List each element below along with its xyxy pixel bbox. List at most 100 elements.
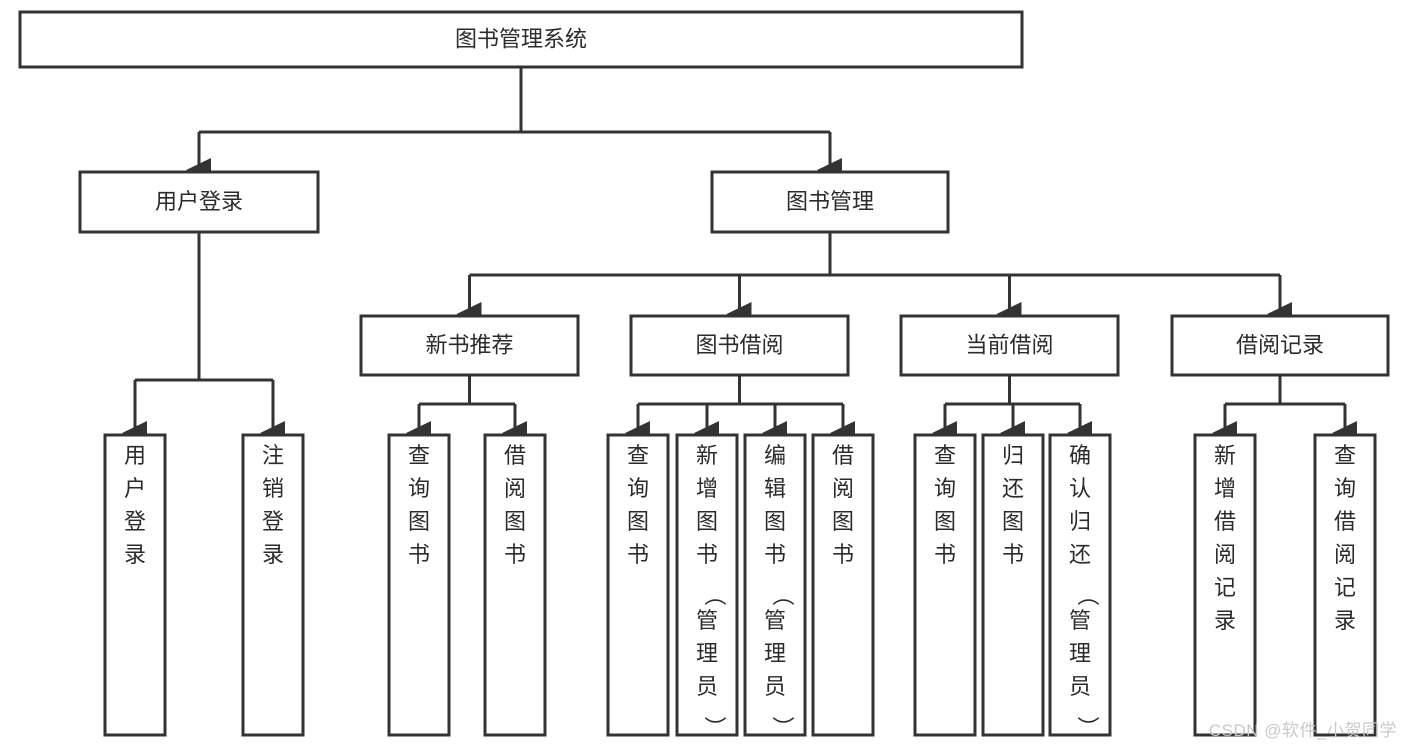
svg-text:查: 查 xyxy=(934,443,956,468)
svg-text:图: 图 xyxy=(504,509,526,534)
node-borrow-book-1-rect xyxy=(483,433,547,737)
svg-text:录: 录 xyxy=(1334,608,1356,633)
svg-text:查: 查 xyxy=(408,443,430,468)
svg-text:管: 管 xyxy=(764,608,786,633)
node-book-borrow[interactable]: 图书借阅 xyxy=(629,314,850,377)
node-user-login-do-rect xyxy=(103,433,167,737)
node-root[interactable]: 图书管理系统 xyxy=(18,10,1024,69)
svg-text:书: 书 xyxy=(408,542,430,567)
connector-edges xyxy=(122,67,1357,445)
svg-text:管: 管 xyxy=(696,608,718,633)
svg-text:书: 书 xyxy=(934,542,956,567)
svg-text:理: 理 xyxy=(1069,641,1091,666)
node-query-book-3[interactable] xyxy=(913,433,977,737)
svg-text:员: 员 xyxy=(696,674,718,699)
node-query-book-1[interactable] xyxy=(387,433,451,737)
svg-text:询: 询 xyxy=(1334,476,1356,501)
node-new-book-recommend[interactable]: 新书推荐 xyxy=(359,314,580,377)
node-add-book-admin-rect xyxy=(675,433,739,737)
node-confirm-return-admin-rect xyxy=(1048,433,1112,737)
svg-text:增: 增 xyxy=(1214,476,1236,501)
node-current-borrow[interactable]: 当前借阅 xyxy=(899,314,1120,377)
node-book-manage-rect xyxy=(710,170,950,234)
svg-text:借: 借 xyxy=(1334,509,1356,534)
svg-text:）: ） xyxy=(1075,716,1100,738)
svg-text:员: 员 xyxy=(1069,674,1091,699)
node-query-book-2[interactable] xyxy=(606,433,670,737)
node-user-login-do[interactable] xyxy=(103,433,167,737)
svg-text:借: 借 xyxy=(504,443,526,468)
svg-text:图: 图 xyxy=(627,509,649,534)
node-user-login-label: 用户登录 xyxy=(155,189,243,214)
svg-text:图: 图 xyxy=(696,509,718,534)
svg-text:理: 理 xyxy=(764,641,786,666)
svg-text:（: （ xyxy=(770,584,795,606)
node-borrow-book-1[interactable] xyxy=(483,433,547,737)
node-query-book-3-rect xyxy=(913,433,977,737)
node-confirm-return-admin[interactable] xyxy=(1048,433,1112,737)
svg-text:录: 录 xyxy=(124,542,146,567)
node-add-book-admin[interactable] xyxy=(675,433,739,737)
svg-text:编: 编 xyxy=(764,443,786,468)
svg-text:记: 记 xyxy=(1334,575,1356,600)
node-borrow-book-2-rect xyxy=(811,433,875,737)
svg-text:书: 书 xyxy=(764,542,786,567)
svg-text:查: 查 xyxy=(1334,443,1356,468)
svg-text:查: 查 xyxy=(627,443,649,468)
node-query-book-2-rect xyxy=(606,433,670,737)
node-borrow-book-2[interactable] xyxy=(811,433,875,737)
svg-text:录: 录 xyxy=(262,542,284,567)
svg-text:记: 记 xyxy=(1214,575,1236,600)
svg-text:图: 图 xyxy=(832,509,854,534)
node-query-borrow-record[interactable] xyxy=(1313,433,1377,737)
svg-text:用: 用 xyxy=(124,443,146,468)
svg-text:询: 询 xyxy=(934,476,956,501)
svg-text:书: 书 xyxy=(696,542,718,567)
svg-text:理: 理 xyxy=(696,641,718,666)
node-user-logout-rect xyxy=(241,433,305,737)
svg-text:辑: 辑 xyxy=(764,476,786,501)
node-user-logout[interactable] xyxy=(241,433,305,737)
node-book-manage-label: 图书管理 xyxy=(786,189,874,214)
svg-text:借: 借 xyxy=(1214,509,1236,534)
node-book-borrow-label: 图书借阅 xyxy=(695,332,783,357)
svg-text:图: 图 xyxy=(934,509,956,534)
svg-text:书: 书 xyxy=(627,542,649,567)
node-current-borrow-label: 当前借阅 xyxy=(965,332,1053,357)
svg-text:新: 新 xyxy=(1214,443,1236,468)
node-query-borrow-record-rect xyxy=(1313,433,1377,737)
svg-text:阅: 阅 xyxy=(504,476,526,501)
svg-text:询: 询 xyxy=(627,476,649,501)
node-borrow-record[interactable]: 借阅记录 xyxy=(1170,314,1390,377)
svg-text:注: 注 xyxy=(262,443,284,468)
svg-text:销: 销 xyxy=(262,476,284,501)
node-edit-book-admin[interactable] xyxy=(743,433,807,737)
node-borrow-record-label: 借阅记录 xyxy=(1236,332,1324,357)
svg-text:阅: 阅 xyxy=(1334,542,1356,567)
svg-text:认: 认 xyxy=(1069,476,1091,501)
node-return-book[interactable] xyxy=(981,433,1045,737)
svg-text:）: ） xyxy=(770,716,795,738)
svg-text:书: 书 xyxy=(1002,542,1024,567)
svg-text:图: 图 xyxy=(764,509,786,534)
node-add-borrow-record[interactable] xyxy=(1193,433,1257,737)
svg-text:（: （ xyxy=(1075,584,1100,606)
node-user-login[interactable]: 用户登录 xyxy=(78,170,320,234)
node-user-login-rect xyxy=(78,170,320,234)
svg-text:员: 员 xyxy=(764,674,786,699)
node-book-manage[interactable]: 图书管理 xyxy=(710,170,950,234)
svg-text:阅: 阅 xyxy=(832,476,854,501)
svg-text:归: 归 xyxy=(1069,509,1091,534)
svg-text:还: 还 xyxy=(1002,476,1024,501)
svg-text:书: 书 xyxy=(504,542,526,567)
svg-text:录: 录 xyxy=(1214,608,1236,633)
node-root-label: 图书管理系统 xyxy=(455,26,587,51)
